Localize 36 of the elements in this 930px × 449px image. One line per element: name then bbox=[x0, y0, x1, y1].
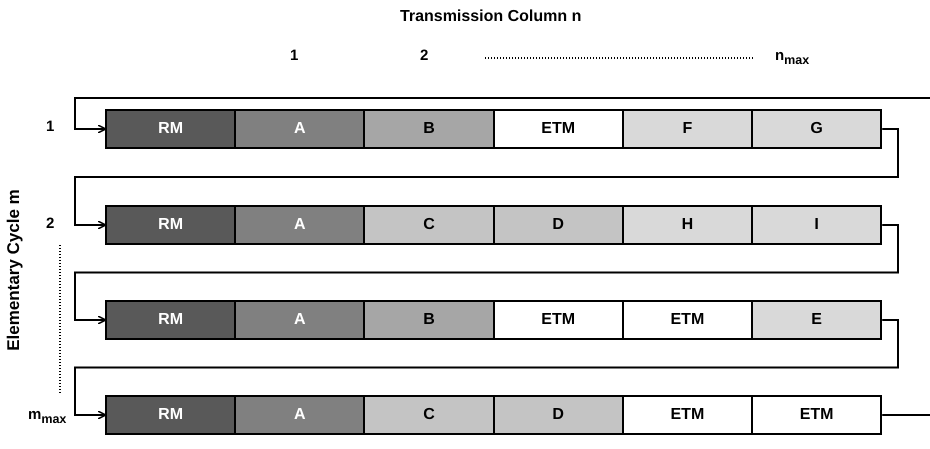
schedule-cell: RM bbox=[105, 109, 236, 149]
schedule-cell: A bbox=[234, 395, 366, 435]
axis-title: Transmission Column n bbox=[400, 8, 582, 26]
schedule-cell: G bbox=[751, 109, 882, 149]
row-number: 1 bbox=[46, 118, 54, 135]
flow-arrow bbox=[74, 319, 899, 420]
schedule-cell: ETM bbox=[492, 109, 624, 149]
schedule-cell: A bbox=[234, 109, 366, 149]
schedule-cell: B bbox=[363, 109, 495, 149]
schedule-cell: RM bbox=[105, 300, 236, 340]
schedule-cell: H bbox=[622, 205, 753, 245]
column-number: 1 bbox=[290, 47, 298, 64]
column-number: 2 bbox=[420, 47, 428, 64]
schedule-cell: B bbox=[363, 300, 495, 340]
schedule-cell: ETM bbox=[622, 395, 753, 435]
schedule-cell: ETM bbox=[622, 300, 753, 340]
row-number: 2 bbox=[46, 215, 54, 232]
flow-arrow bbox=[74, 128, 899, 230]
schedule-cell: A bbox=[234, 205, 366, 245]
schedule-cell: RM bbox=[105, 395, 236, 435]
schedule-cell: ETM bbox=[492, 300, 624, 340]
schedule-cell: A bbox=[234, 300, 366, 340]
column-number: n$_{max}$ bbox=[775, 47, 810, 67]
schedule-cell: E bbox=[751, 300, 882, 340]
schedule-cell: ETM bbox=[751, 395, 882, 435]
schedule-cell: C bbox=[363, 205, 495, 245]
flow-arrow bbox=[74, 97, 930, 134]
schedule-cell: RM bbox=[105, 205, 236, 245]
axis-title: Elementary Cycle m bbox=[4, 189, 24, 351]
schedule-cell: F bbox=[622, 109, 753, 149]
schedule-cell: D bbox=[492, 395, 624, 435]
schedule-cell: C bbox=[363, 395, 495, 435]
schedule-cell: I bbox=[751, 205, 882, 245]
schedule-cell: D bbox=[492, 205, 624, 245]
flow-arrow bbox=[74, 224, 899, 325]
row-number: m$_{max}$ bbox=[28, 406, 66, 426]
